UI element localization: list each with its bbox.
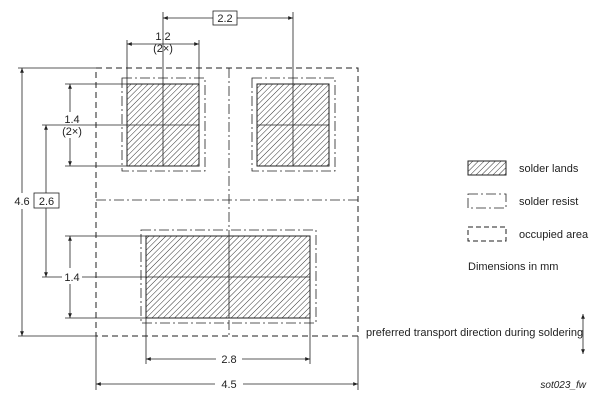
dimension-pad-pitch-vertical-label: 2.6	[39, 196, 54, 208]
dimension-big-pad-width-label: 2.8	[221, 354, 236, 366]
solder-resist-top-left	[121, 77, 206, 172]
legend-solder-resist-label: solder resist	[519, 196, 578, 208]
legend-solder-resist-swatch	[467, 193, 507, 209]
legend-occupied-area-label: occupied area	[519, 229, 589, 241]
dimension-total-height-label: 4.6	[14, 196, 29, 208]
solder-resist-top-right	[251, 77, 336, 172]
dimension-top-pitch: 2.2	[162, 10, 294, 84]
dimension-pad-width: 1.2 (2×)	[126, 31, 200, 84]
dimension-pad-width-label: 1.2	[155, 31, 170, 43]
solder-resist-bottom	[140, 229, 317, 324]
dimension-big-pad-height-label: 1.4	[64, 272, 79, 284]
dimension-total-width: 4.5	[95, 336, 359, 391]
legend-solder-lands-label: solder lands	[519, 163, 579, 175]
dimension-big-pad-width: 2.8	[145, 318, 311, 366]
dimension-pad-height-label: 1.4	[64, 114, 79, 126]
dimension-total-height: 4.6	[14, 67, 96, 337]
dimension-pad-height-count: (2×)	[62, 126, 82, 138]
dimension-total-width-label: 4.5	[221, 379, 236, 391]
figure-id: sot023_fw	[540, 380, 586, 391]
legend-units-note: Dimensions in mm	[468, 261, 558, 273]
legend: solder lands solder resist occupied area…	[467, 160, 589, 273]
dimension-big-pad-height: 1.4	[62, 235, 146, 319]
dimension-pad-pitch-vertical: 2.6	[33, 124, 146, 278]
dimension-pad-width-count: (2×)	[153, 43, 173, 55]
occupied-area-outline	[95, 67, 359, 337]
legend-solder-lands-swatch	[467, 160, 507, 176]
dimension-top-pitch-label: 2.2	[217, 13, 232, 25]
transport-direction-label: preferred transport direction during sol…	[366, 327, 583, 339]
legend-occupied-area-swatch	[467, 226, 507, 242]
